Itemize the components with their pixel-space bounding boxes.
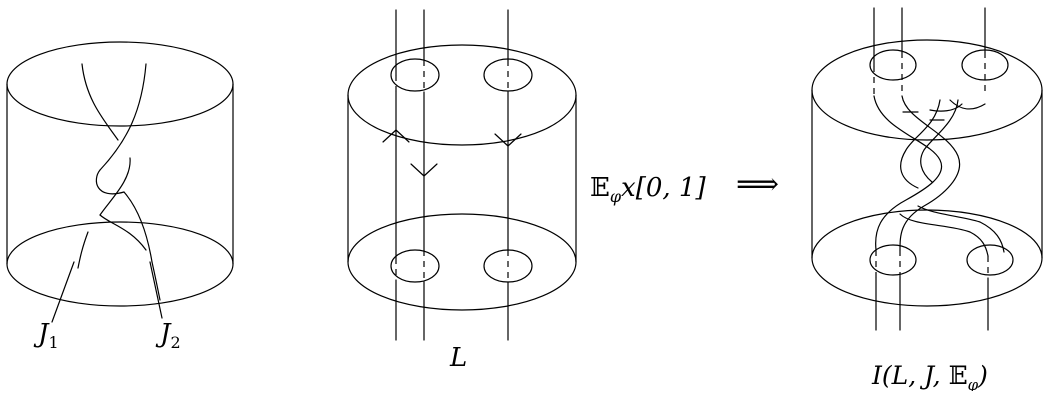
strand-j1-lower <box>77 231 89 269</box>
cylinder-bottom <box>811 209 1043 307</box>
tangle-cylinder: J1 J2 <box>6 41 234 352</box>
bottom-hole-right <box>966 244 1014 276</box>
implies-arrow: ⟹ <box>736 167 779 202</box>
bottom-hole-left <box>869 244 917 276</box>
strand-twist-a <box>95 169 125 195</box>
bottom-hole-left <box>390 249 440 283</box>
top-hole-left <box>869 49 917 81</box>
result-hook-left <box>929 103 963 112</box>
strand-j2-lower <box>123 191 153 263</box>
label-j2: J2 <box>155 319 181 352</box>
cylinder-bottom <box>6 221 234 307</box>
label-result: I(L, J, 𝔼φ) <box>871 361 988 391</box>
result-band-a-inner <box>899 95 961 251</box>
result-band-b-outer-lower <box>899 213 989 257</box>
result-band-a-outer <box>873 95 943 251</box>
result-cylinder: I(L, J, 𝔼φ) <box>811 7 1043 394</box>
cylinder-top <box>347 44 577 146</box>
j2-leader <box>149 261 163 319</box>
operation-label: 𝔼φx[0, 1] ⟹ <box>590 167 779 206</box>
strand-j1-middle <box>99 157 131 216</box>
strand-twist-b <box>99 214 147 251</box>
strand-j2-upper <box>99 63 147 171</box>
strand-j1-upper <box>81 63 119 141</box>
arrow-up-icon <box>382 129 410 143</box>
strand-j2-end <box>151 261 161 301</box>
label-link: L <box>449 343 467 373</box>
result-band-b-outer-upper <box>900 99 941 189</box>
arrow-down-icon-right <box>494 133 522 147</box>
arrow-down-icon <box>410 163 438 177</box>
result-hook-right <box>949 99 986 110</box>
cylinder-top <box>6 41 234 127</box>
cylinder-bottom <box>347 213 577 311</box>
result-band-b-inner-lower <box>917 205 1005 253</box>
operation-text: 𝔼φx[0, 1] <box>590 173 706 206</box>
top-hole-left <box>390 58 440 92</box>
result-band-b-inner-upper <box>920 99 959 183</box>
label-j1: J1 <box>33 319 59 352</box>
j1-leader <box>51 261 75 323</box>
link-cylinder: L <box>347 9 577 373</box>
